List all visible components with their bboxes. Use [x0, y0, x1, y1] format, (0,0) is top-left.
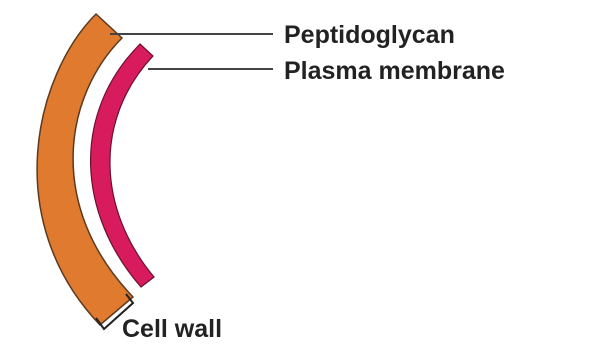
plasma-membrane-label: Plasma membrane	[284, 57, 505, 85]
peptidoglycan-layer	[37, 14, 133, 325]
cell-wall-label: Cell wall	[122, 315, 222, 343]
plasma-membrane-layer	[91, 44, 154, 287]
peptidoglycan-label: Peptidoglycan	[284, 21, 455, 49]
